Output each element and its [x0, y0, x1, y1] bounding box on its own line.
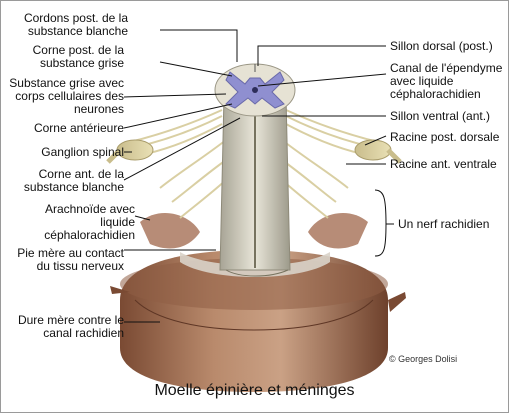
label-substance-grise-3: neurones — [73, 102, 124, 116]
spinal-ganglion — [106, 139, 402, 164]
label-arachnoide: Arachnoïde avec — [44, 202, 135, 216]
label-racine-ant: Racine ant. ventrale — [390, 157, 497, 171]
label-corne-post-2: substance grise — [39, 56, 124, 70]
label-corne-ant-2: substance blanche — [23, 180, 124, 194]
label-arachnoide-2: liquide — [100, 215, 135, 229]
label-canal-ependyme-3: céphalorachidien — [390, 87, 481, 101]
leader-lines — [123, 29, 394, 323]
label-cordons-post-2: substance blanche — [27, 24, 128, 38]
label-sillon-ventral: Sillon ventral (ant.) — [390, 109, 491, 123]
label-substance-grise-2: corps cellulaires des — [15, 89, 124, 103]
label-racine-post: Racine post. dorsale — [390, 130, 500, 144]
label-pie-mere: Pie mère au contact — [17, 246, 124, 260]
label-sillon-dorsal: Sillon dorsal (post.) — [390, 39, 493, 53]
label-ganglion-spinal: Ganglion spinal — [41, 145, 124, 159]
label-corne-post: Corne post. de la — [32, 43, 124, 57]
label-substance-grise: Substance grise avec — [9, 76, 124, 90]
dura-mater — [110, 250, 406, 392]
spinal-cord — [219, 95, 291, 277]
label-dure-mere-2: canal rachidien — [43, 326, 124, 340]
label-corne-ant: Corne ant. de la — [38, 167, 124, 181]
label-canal-ependyme: Canal de l'épendyme — [390, 61, 503, 75]
label-pie-mere-2: du tissu nerveux — [36, 259, 124, 273]
label-corne-anterieure: Corne antérieure — [33, 121, 124, 135]
label-cordons-post: Cordons post. de la — [23, 11, 128, 25]
copyright: © Georges Dolisi — [389, 354, 458, 364]
arachnoid — [140, 212, 368, 277]
cord-cross-section — [214, 63, 296, 117]
label-dure-mere: Dure mère contre le — [17, 313, 124, 327]
label-canal-ependyme-2: avec liquide — [390, 74, 454, 88]
figure-caption: Moelle épinière et méninges — [154, 382, 355, 399]
label-nerf-rachidien: Un nerf rachidien — [398, 217, 490, 231]
label-arachnoide-3: céphalorachidien — [44, 228, 135, 242]
